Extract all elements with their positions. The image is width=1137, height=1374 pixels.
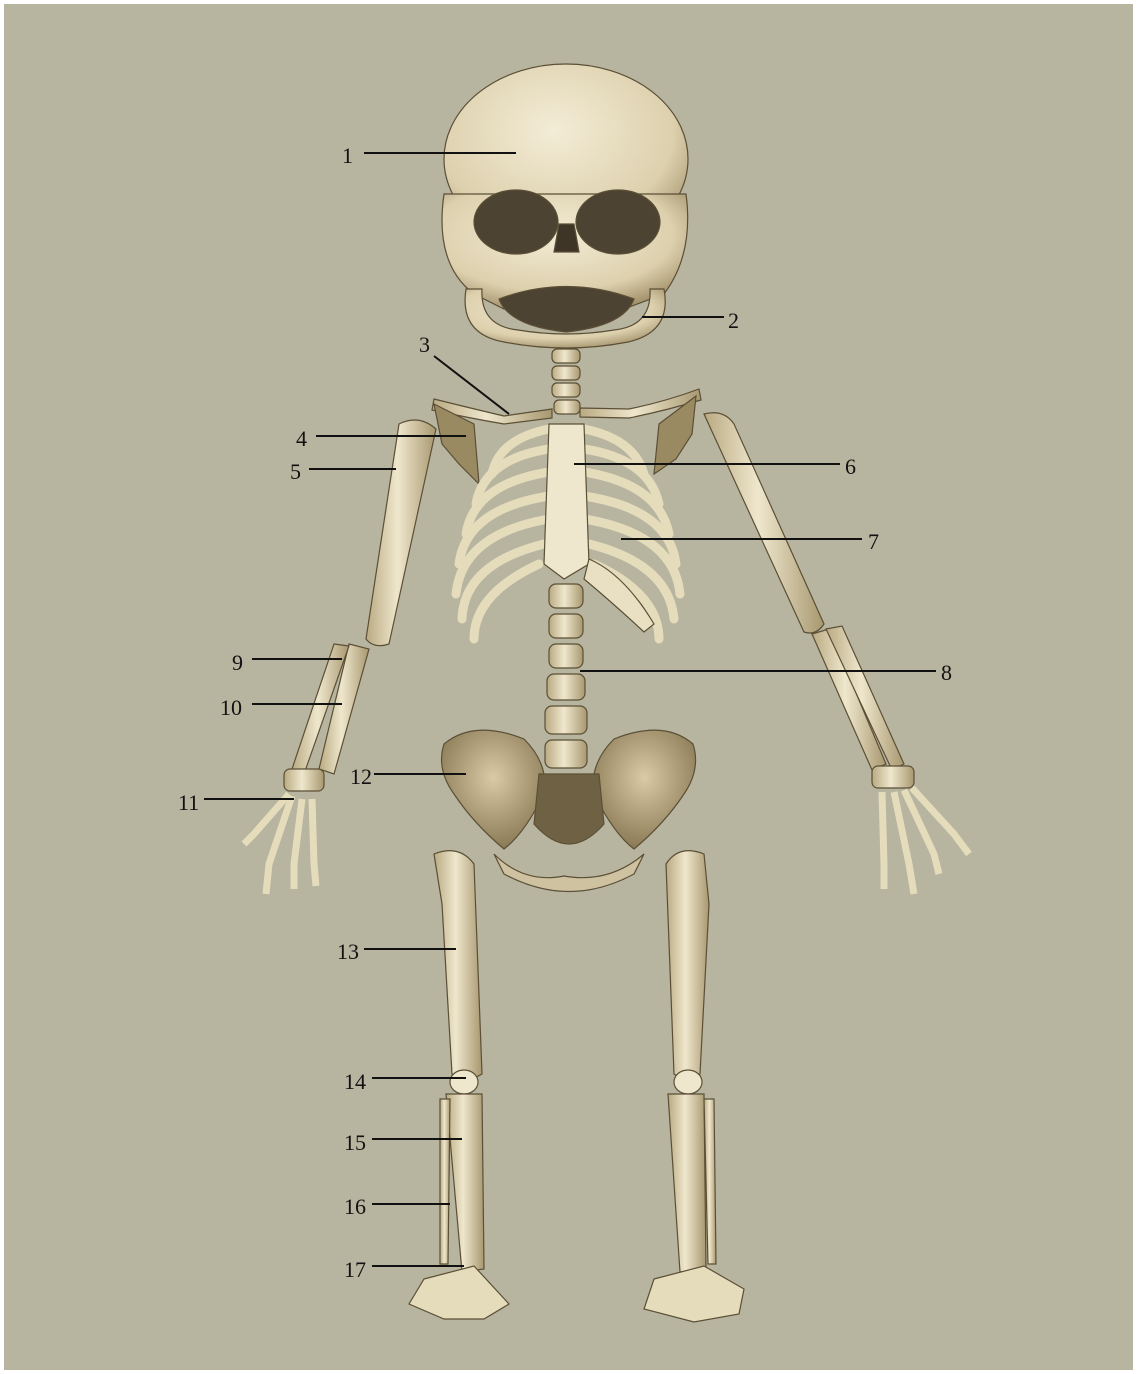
label-16: 16 xyxy=(344,1196,366,1218)
label-17: 17 xyxy=(344,1259,366,1281)
label-9: 9 xyxy=(232,652,243,674)
label-3: 3 xyxy=(419,334,430,356)
label-11: 11 xyxy=(178,792,199,814)
label-12: 12 xyxy=(350,766,372,788)
label-5: 5 xyxy=(290,461,301,483)
label-6: 6 xyxy=(845,456,856,478)
lumbar-spine xyxy=(545,584,587,768)
skeleton-illustration xyxy=(4,4,1133,1370)
label-1: 1 xyxy=(342,145,353,167)
cervical-spine xyxy=(552,349,580,414)
label-7: 7 xyxy=(868,531,879,553)
label-2: 2 xyxy=(728,310,739,332)
diagram-canvas: 1 2 3 4 5 6 7 8 9 10 11 12 13 14 15 16 1… xyxy=(4,4,1133,1370)
left-arm xyxy=(244,420,436,894)
label-4: 4 xyxy=(296,428,307,450)
sternum xyxy=(544,424,589,579)
label-14: 14 xyxy=(344,1071,366,1093)
skull xyxy=(442,64,688,348)
label-8: 8 xyxy=(941,662,952,684)
right-leg xyxy=(644,851,744,1322)
label-13: 13 xyxy=(337,941,359,963)
right-arm xyxy=(704,413,969,894)
label-10: 10 xyxy=(220,697,242,719)
label-15: 15 xyxy=(344,1132,366,1154)
left-leg xyxy=(409,851,509,1319)
